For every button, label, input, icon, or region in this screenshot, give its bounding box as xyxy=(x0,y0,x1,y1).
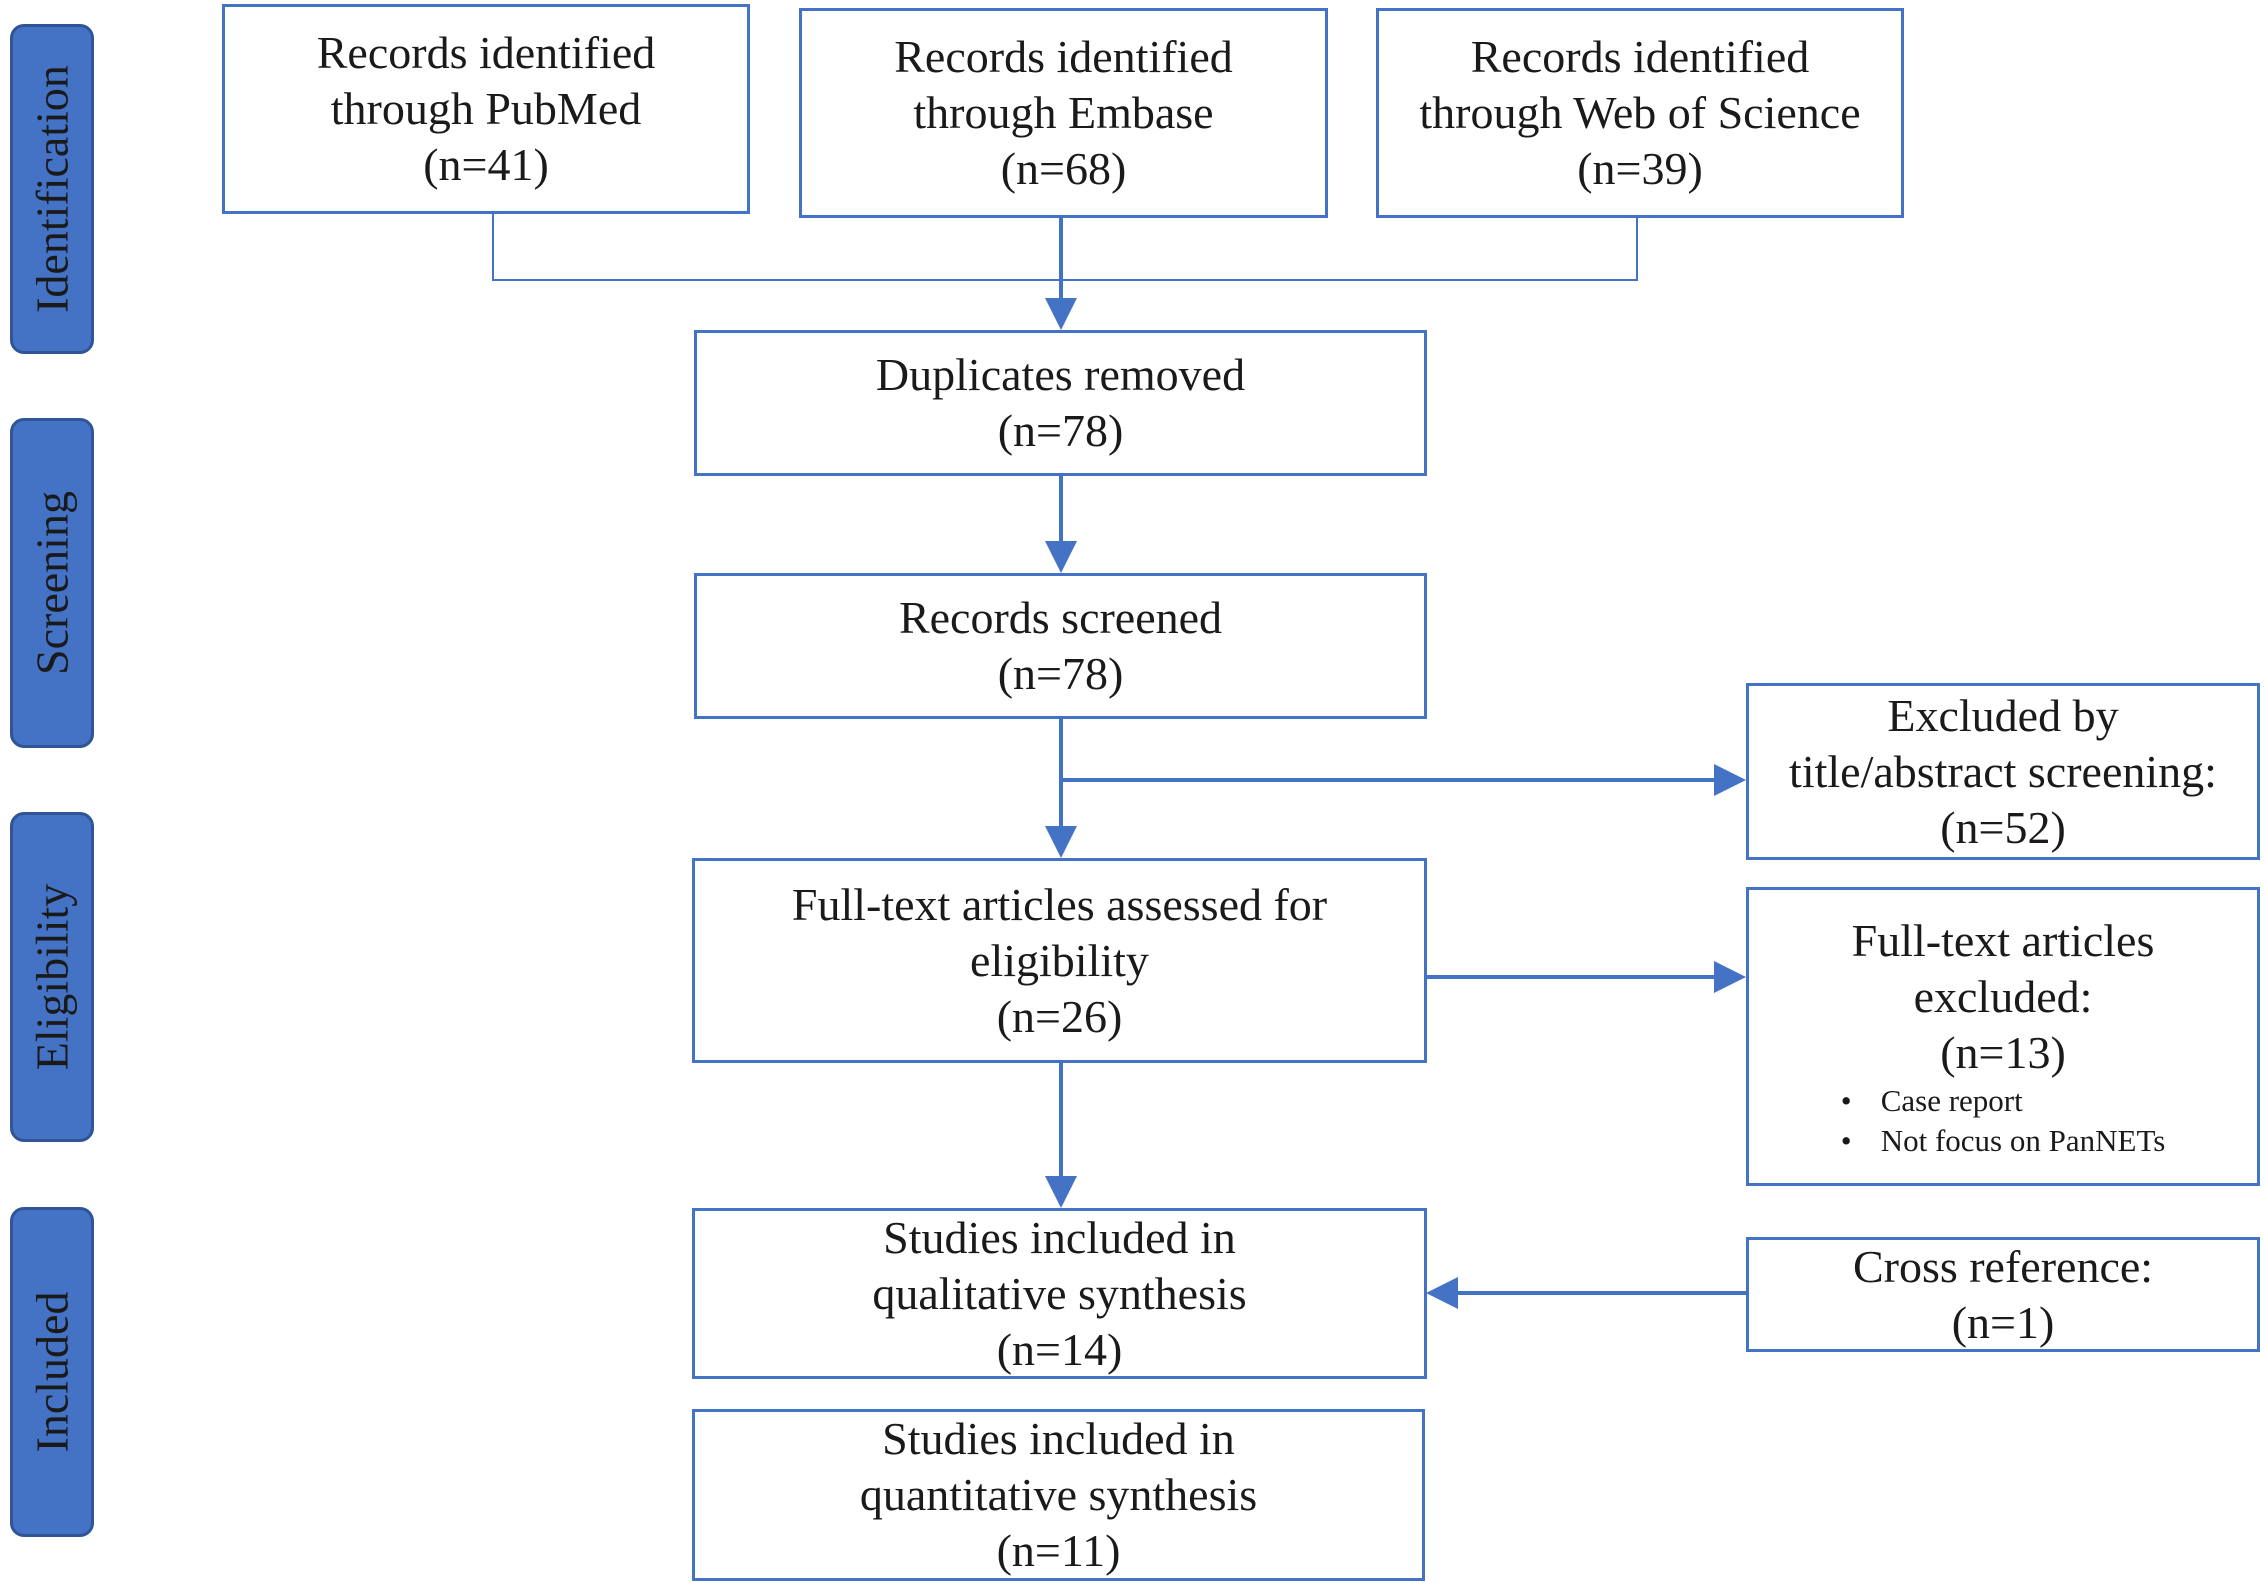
wos-count: (n=39) xyxy=(1577,143,1703,194)
fulltext-assessed-box: Full-text articles assessed for eligibil… xyxy=(692,858,1427,1063)
qualitative-line2: qualitative synthesis xyxy=(872,1267,1247,1319)
pubmed-line1: Records identified xyxy=(316,27,656,78)
qualitative-count: (n=14) xyxy=(996,1323,1123,1375)
excluded-screening-line2: title/abstract screening: xyxy=(1789,745,2217,797)
web-of-science-records-box: Records identified through Web of Scienc… xyxy=(1376,8,1904,218)
phase-identification: Identification xyxy=(10,24,94,354)
duplicates-count: (n=78) xyxy=(997,405,1124,456)
excluded-screening-line1: Excluded by xyxy=(1887,689,2119,741)
phase-eligibility-label: Eligibility xyxy=(26,883,78,1071)
phase-identification-label: Identification xyxy=(26,65,78,313)
phase-included: Included xyxy=(10,1207,94,1537)
embase-line2: through Embase xyxy=(913,87,1214,138)
screened-label: Records screened xyxy=(898,592,1223,643)
qualitative-synthesis-box: Studies included in qualitative synthesi… xyxy=(692,1208,1427,1379)
cross-reference-count: (n=1) xyxy=(1951,1296,2055,1348)
quantitative-line1: Studies included in xyxy=(882,1413,1235,1464)
phase-included-label: Included xyxy=(26,1291,78,1453)
pubmed-count: (n=41) xyxy=(423,139,549,190)
cross-reference-box: Cross reference: (n=1) xyxy=(1746,1237,2260,1352)
qualitative-line1: Studies included in xyxy=(883,1211,1236,1263)
wos-line1: Records identified xyxy=(1470,31,1810,82)
phase-eligibility: Eligibility xyxy=(10,812,94,1142)
embase-count: (n=68) xyxy=(1000,143,1127,194)
fulltext-excluded-line1: Full-text articles xyxy=(1851,914,2155,966)
duplicates-label: Duplicates removed xyxy=(875,349,1246,400)
fulltext-excluded-line2: excluded: xyxy=(1913,970,2093,1022)
embase-line1: Records identified xyxy=(894,31,1233,82)
screened-count: (n=78) xyxy=(997,648,1124,699)
quantitative-synthesis-box: Studies included in quantitative synthes… xyxy=(692,1409,1425,1581)
exclusion-reasons-list: Case report Not focus on PanNETs xyxy=(1841,1081,2166,1161)
exclusion-reason: Case report xyxy=(1841,1081,2166,1121)
embase-records-box: Records identified through Embase (n=68) xyxy=(799,8,1328,218)
pubmed-line2: through PubMed xyxy=(330,83,642,134)
fulltext-excluded-count: (n=13) xyxy=(1940,1026,2066,1078)
fulltext-line1: Full-text articles assessed for xyxy=(791,878,1328,930)
duplicates-removed-box: Duplicates removed (n=78) xyxy=(694,330,1427,476)
fulltext-count: (n=26) xyxy=(996,990,1123,1042)
excluded-screening-count: (n=52) xyxy=(1940,801,2066,853)
records-screened-box: Records screened (n=78) xyxy=(694,573,1427,719)
pubmed-records-box: Records identified through PubMed (n=41) xyxy=(222,4,750,214)
fulltext-excluded-box: Full-text articles excluded: (n=13) Case… xyxy=(1746,887,2260,1186)
phase-screening-label: Screening xyxy=(26,491,78,675)
merge-line xyxy=(492,214,1638,281)
excluded-screening-box: Excluded by title/abstract screening: (n… xyxy=(1746,683,2260,860)
quantitative-count: (n=11) xyxy=(996,1525,1121,1576)
cross-reference-label: Cross reference: xyxy=(1852,1240,2154,1292)
wos-line2: through Web of Science xyxy=(1419,87,1861,138)
quantitative-line2: quantitative synthesis xyxy=(859,1469,1258,1520)
fulltext-line2: eligibility xyxy=(970,934,1149,986)
phase-screening: Screening xyxy=(10,418,94,748)
exclusion-reason: Not focus on PanNETs xyxy=(1841,1121,2166,1161)
